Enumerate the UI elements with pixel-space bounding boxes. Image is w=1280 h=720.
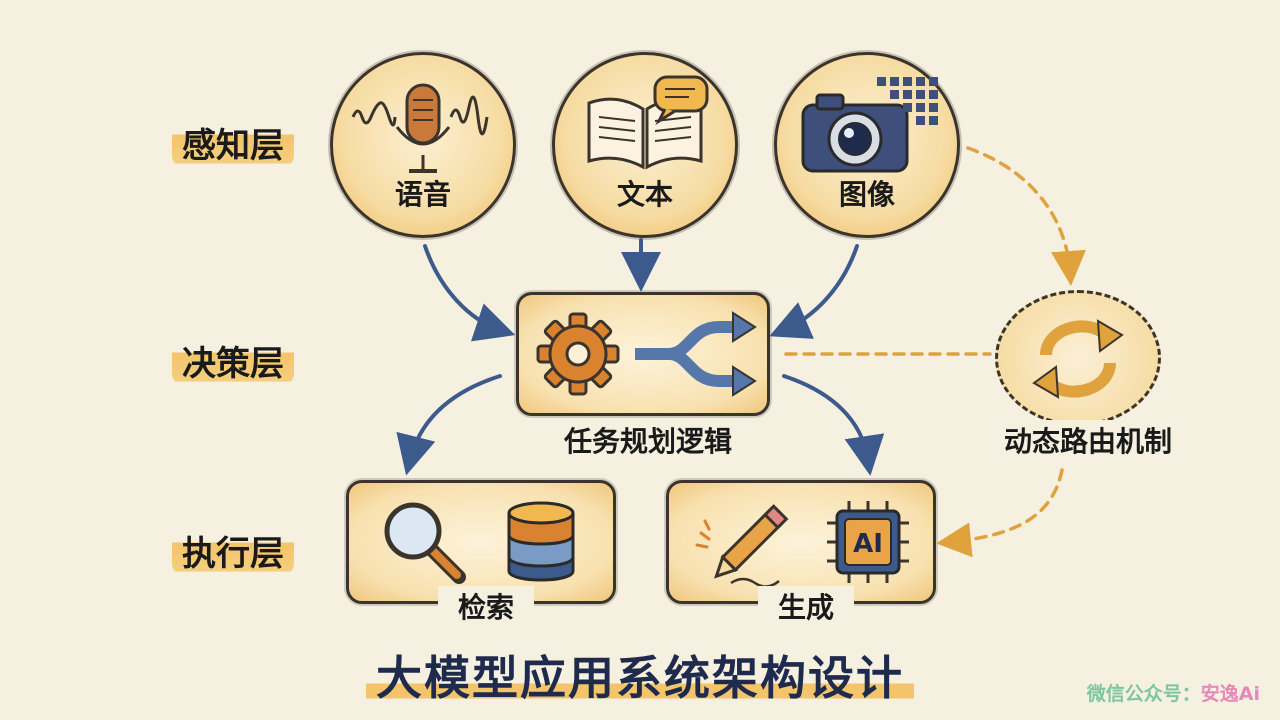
database-icon bbox=[507, 501, 575, 582]
layer-label-decision: 决策层 bbox=[172, 334, 294, 387]
text-node: 文本 bbox=[552, 52, 738, 238]
speech-label: 语音 bbox=[394, 178, 451, 211]
branch-arrows-icon bbox=[635, 311, 757, 397]
image-node: 图像 bbox=[774, 52, 960, 238]
ai-chip-icon: AI bbox=[827, 501, 909, 583]
refresh-icon bbox=[1032, 319, 1124, 399]
camera-icon bbox=[801, 77, 938, 173]
image-label: 图像 bbox=[838, 178, 895, 211]
diagram-title-text: 大模型应用系统架构设计 bbox=[366, 651, 914, 705]
routing-label: 动态路由机制 bbox=[980, 420, 1196, 460]
layer-label-execution: 执行层 bbox=[172, 524, 294, 577]
watermark-brand: 安逸Ai bbox=[1200, 683, 1260, 705]
decision-box-label: 任务规划逻辑 bbox=[540, 420, 756, 460]
microphone-icon bbox=[351, 83, 489, 173]
arrow-decision-to-retrieval bbox=[396, 374, 502, 476]
arrow-image-to-decision bbox=[769, 244, 859, 339]
gear-icon bbox=[536, 312, 620, 396]
retrieval-box bbox=[346, 480, 616, 604]
magnifier-icon bbox=[384, 502, 466, 584]
book-icon bbox=[587, 75, 709, 170]
arrow-image-to-routing bbox=[966, 146, 1086, 286]
retrieval-label: 检索 bbox=[438, 586, 534, 626]
generation-label: 生成 bbox=[758, 586, 854, 626]
diagram-title: 大模型应用系统架构设计 bbox=[0, 642, 1280, 708]
watermark: 微信公众号：安逸Ai bbox=[1087, 679, 1260, 706]
ai-chip-text: AI bbox=[853, 529, 883, 559]
arrow-decision-to-generation bbox=[782, 374, 885, 476]
layer-label-perception: 感知层 bbox=[172, 116, 294, 169]
decision-box bbox=[516, 292, 770, 416]
pen-icon bbox=[695, 504, 789, 588]
text-label: 文本 bbox=[616, 178, 673, 211]
arrow-speech-to-decision bbox=[423, 244, 516, 342]
watermark-prefix: 微信公众号： bbox=[1086, 683, 1201, 705]
generation-box: AI bbox=[666, 480, 936, 604]
arrow-routing-to-generation bbox=[936, 468, 1064, 558]
speech-node: 语音 bbox=[330, 52, 516, 238]
